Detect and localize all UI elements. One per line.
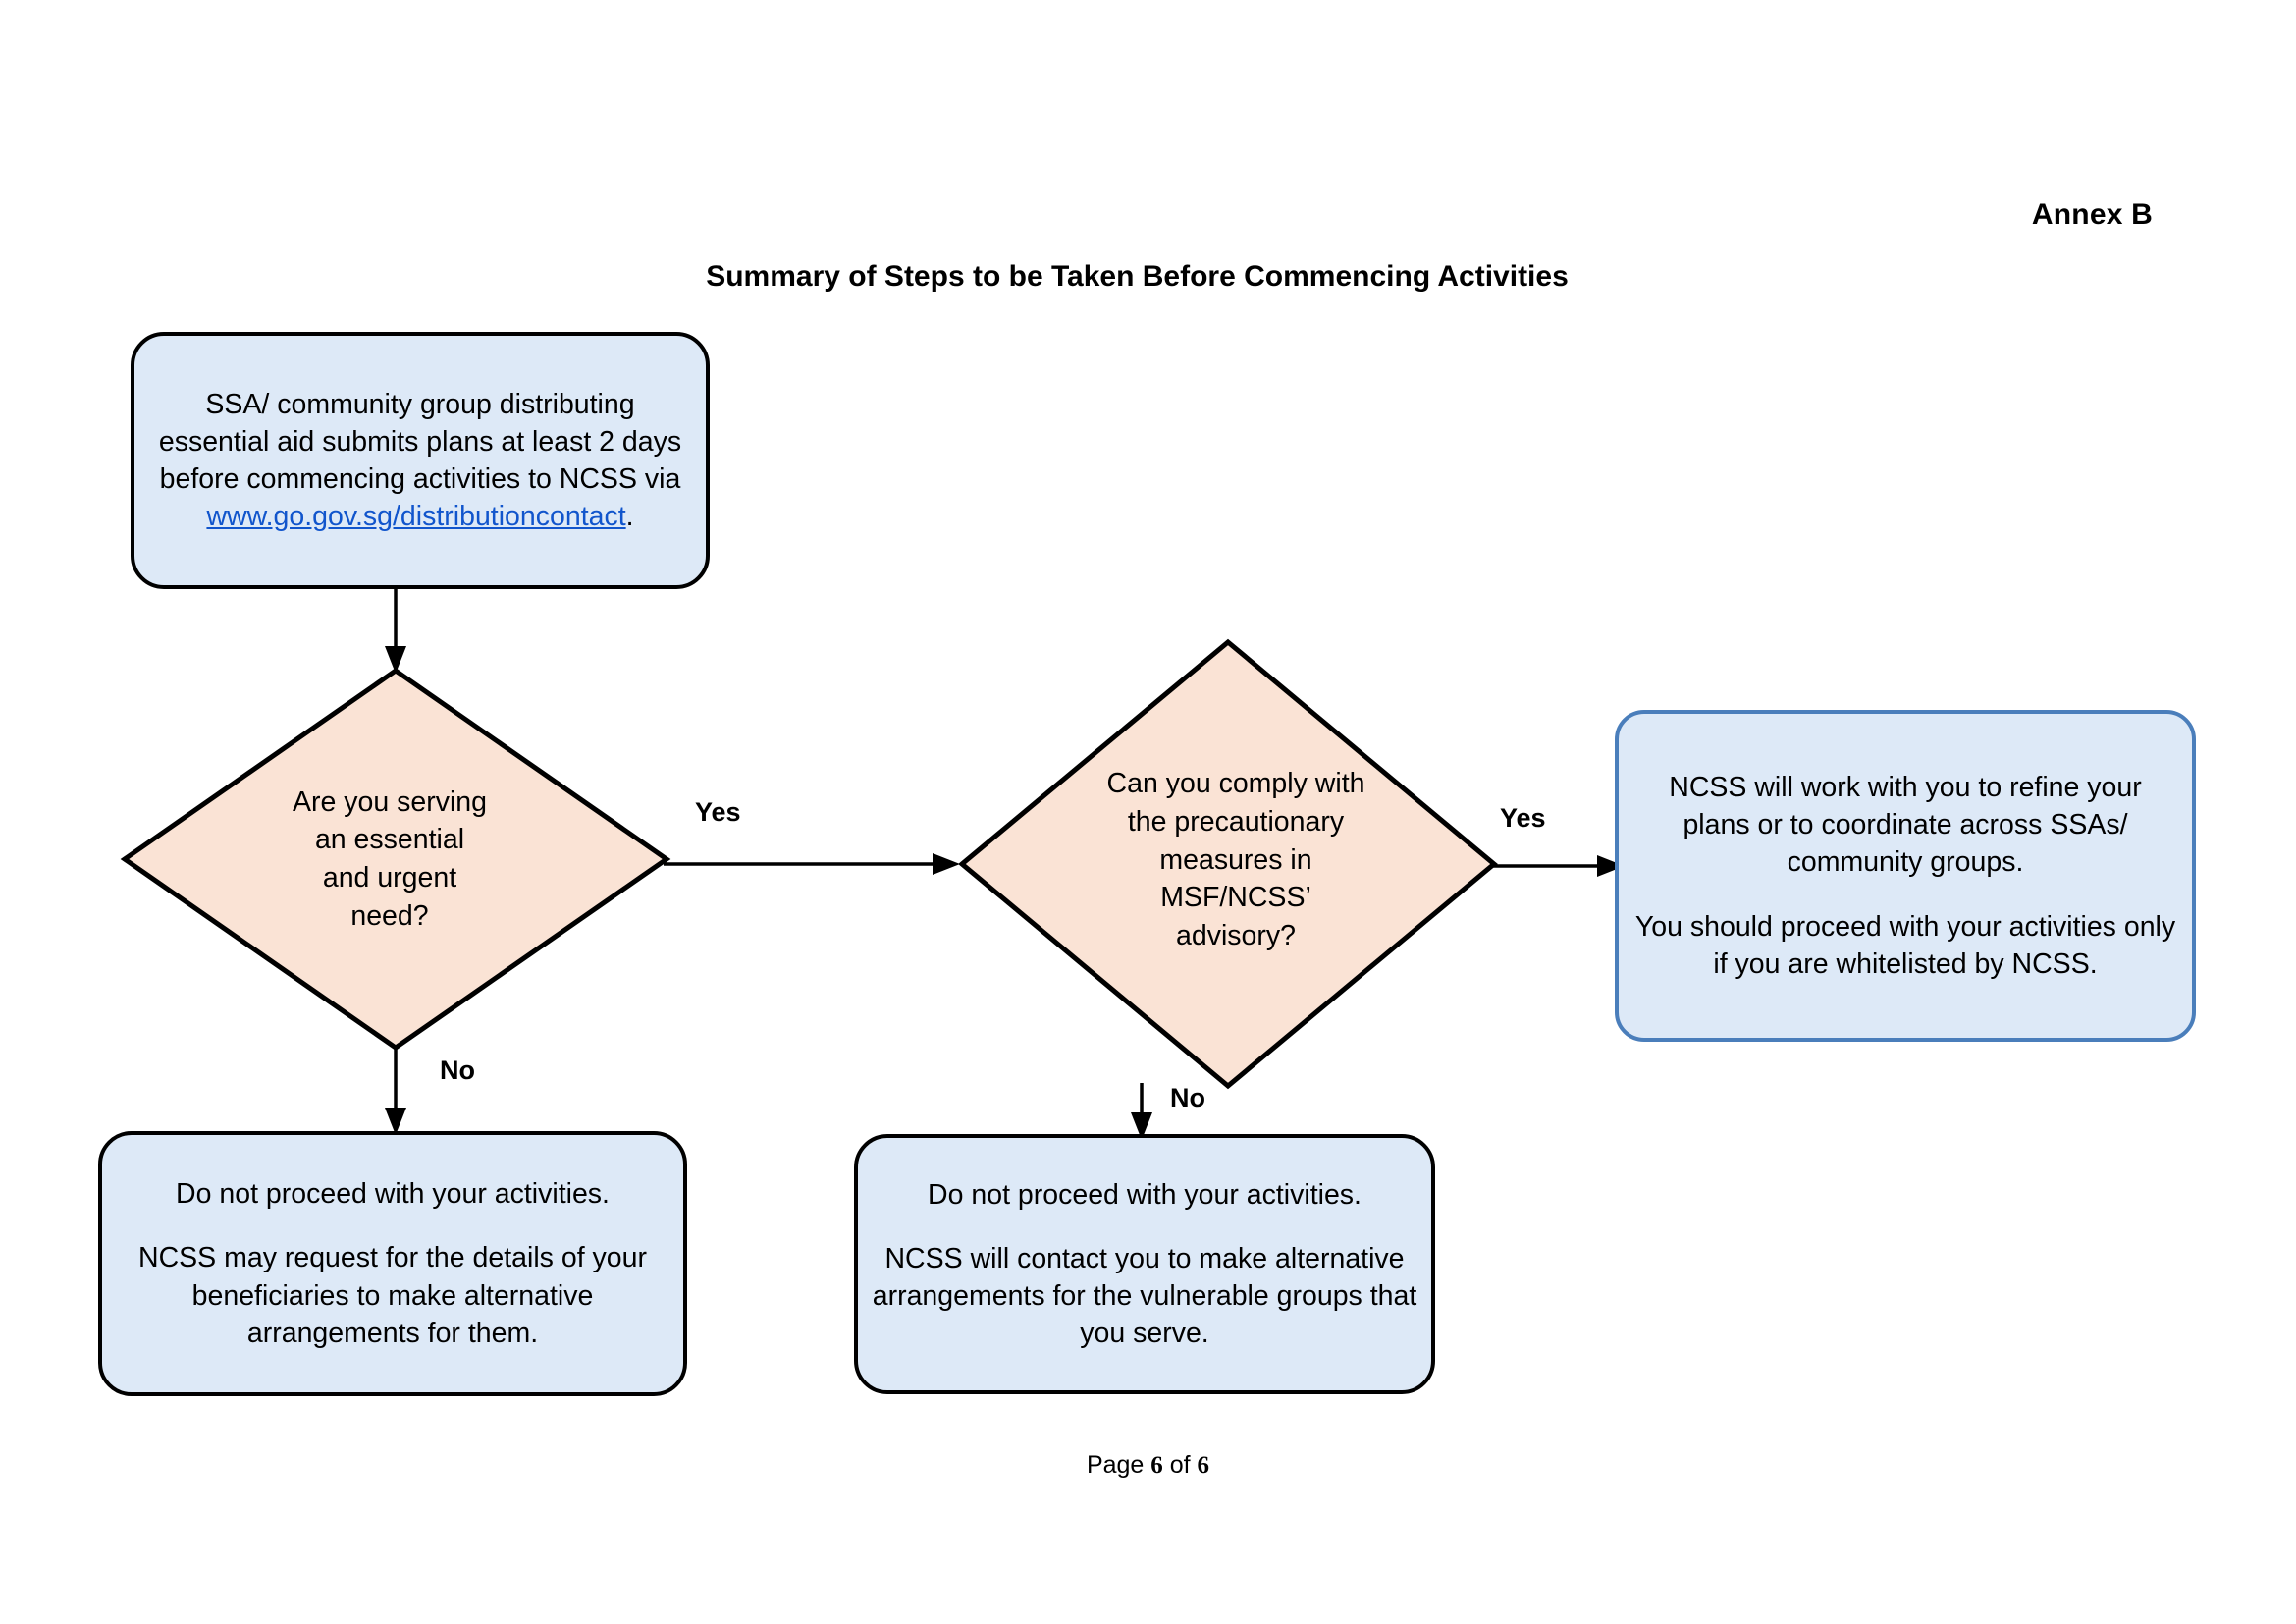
decision-essential-line-1: Are you serving (292, 785, 487, 818)
stop-left-paragraph-2: NCSS may request for the details of your… (138, 1242, 647, 1349)
decision-comply-text: Can you comply with the precautionary me… (1107, 765, 1365, 955)
decision-essential-line-2: an essential (314, 824, 465, 856)
edge-label-no-1: No (440, 1056, 475, 1085)
decision-comply-precautionary-measures: Can you comply with the precautionary me… (958, 638, 1498, 1090)
decision-essential-line-4: need? (350, 899, 429, 932)
annex-label: Annex B (2031, 198, 2153, 231)
connector-decision1-yes-to-decision2 (664, 853, 960, 875)
intake-text-lead: SSA/ community group distributing essent… (158, 388, 682, 495)
connector-decision2-yes-to-outcome (1491, 855, 1625, 877)
footer-current-page: 6 (1150, 1452, 1163, 1479)
decision-comply-line-4: MSF/NCSS’ (1160, 882, 1311, 914)
outcome-refine-paragraph-1: NCSS will work with you to refine your p… (1669, 772, 2142, 879)
diamond-shape (958, 638, 1498, 1090)
connector-intake-to-decision1 (385, 587, 406, 674)
decision-comply-line-3: measures in (1159, 843, 1312, 876)
outcome-refine-paragraph-2: You should proceed with your activities … (1634, 910, 2176, 980)
connector-decision1-no-to-stop-left (385, 1045, 406, 1135)
edge-label-no-2: No (1170, 1083, 1205, 1112)
edge-label-yes-2: Yes (1500, 803, 1546, 833)
decision-comply-line-5: advisory? (1176, 920, 1296, 952)
decision-essential-urgent-need: Are you serving an essential and urgent … (120, 667, 671, 1052)
decision-comply-line-1: Can you comply with (1106, 768, 1365, 800)
footer-prefix: Page (1086, 1451, 1151, 1479)
footer-middle: of (1162, 1451, 1198, 1479)
page-title-text: Summary of Steps to be Taken Before Comm… (706, 260, 1569, 293)
node-stop-mid: Do not proceed with your activities. NCS… (854, 1134, 1435, 1394)
intake-text: SSA/ community group distributing essent… (148, 386, 692, 536)
intake-text-trail: . (625, 501, 634, 533)
decision-comply-line-2: the precautionary (1127, 805, 1345, 838)
distribution-contact-link[interactable]: www.go.gov.sg/distributioncontact (206, 501, 626, 533)
decision-essential-text: Are you serving an essential and urgent … (293, 784, 487, 936)
stop-left-paragraph-1: Do not proceed with your activities. (176, 1178, 610, 1211)
page-title: Summary of Steps to be Taken Before Comm… (0, 260, 2296, 294)
edge-label-yes-1: Yes (695, 797, 741, 827)
stop-mid-paragraph-2: NCSS will contact you to make alternativ… (872, 1242, 1417, 1350)
page-footer: Page 6 of 6 (0, 1451, 2296, 1480)
node-intake-submission: SSA/ community group distributing essent… (131, 332, 710, 589)
node-stop-left: Do not proceed with your activities. NCS… (98, 1131, 687, 1396)
node-outcome-ncss-refine: NCSS will work with you to refine your p… (1615, 710, 2196, 1042)
connector-decision2-no-to-stop-mid (1131, 1083, 1152, 1140)
stop-mid-paragraph-1: Do not proceed with your activities. (928, 1178, 1362, 1211)
diamond-shape (120, 667, 671, 1052)
footer-total-pages: 6 (1197, 1452, 1210, 1479)
decision-essential-line-3: and urgent (322, 862, 457, 893)
